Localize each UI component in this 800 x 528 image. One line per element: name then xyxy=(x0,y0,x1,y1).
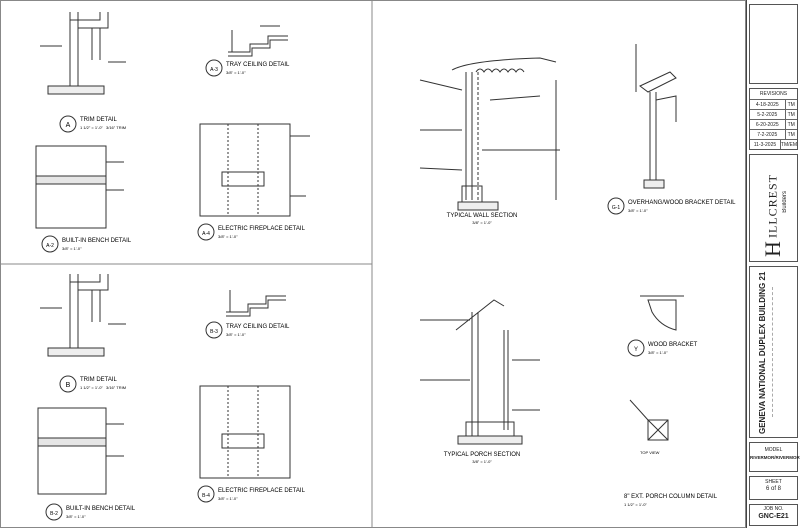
model-label: MODEL xyxy=(764,447,783,453)
brand-letter: H xyxy=(760,240,785,257)
fire-b4-scale: 3/8" = 1'-0" xyxy=(218,496,238,501)
revision-initials: TM xyxy=(787,131,795,138)
bench-b2-scale: 3/8" = 1'-0" xyxy=(66,514,86,519)
brand-name: ILLCREST xyxy=(765,174,780,239)
fire-b4-tag: B-4 xyxy=(202,493,210,499)
revision-date: 11-3-2025 xyxy=(750,140,781,149)
overhang-tag: G-1 xyxy=(612,205,621,211)
job-label: JOB NO. xyxy=(763,506,784,512)
tray-b3-marker xyxy=(205,321,223,339)
overhang-title: OVERHANG/WOOD BRACKET DETAIL xyxy=(628,200,736,206)
bench-detail-a2 xyxy=(35,145,124,229)
fire-b4-marker xyxy=(197,485,215,503)
fire-a4-marker xyxy=(197,223,215,241)
revision-initials: TM xyxy=(787,111,795,118)
trim-detail-a-scale: 1 1/2" = 1'-0" xyxy=(80,125,103,130)
project-panel: GENEVA NATIONAL DUPLEX BUILDING 21 xyxy=(749,266,798,438)
brand-panel: H ILLCREST Builders xyxy=(749,154,798,262)
tray-b3-scale: 3/8" = 1'-0" xyxy=(226,332,246,337)
bench-detail-b2 xyxy=(37,407,124,495)
notes-panel xyxy=(749,4,798,84)
fire-b4-title: ELECTRIC FIREPLACE DETAIL xyxy=(218,488,306,494)
porch-column-detail xyxy=(629,399,669,441)
revisions-label: REVISIONS xyxy=(759,91,788,97)
wall-section-scale: 3/8" = 1'-0" xyxy=(472,220,492,225)
tray-b3-tag: B-3 xyxy=(210,329,218,335)
wood-bracket-marker xyxy=(627,339,645,357)
revision-initials: TM xyxy=(787,121,795,128)
bench-b2-marker xyxy=(45,503,63,521)
overhang-marker xyxy=(607,197,625,215)
tray-a3-scale: 3/8" = 1'-0" xyxy=(226,70,246,75)
overhang-scale: 3/8" = 1'-0" xyxy=(628,208,648,213)
revision-initials: TM xyxy=(787,101,795,108)
project-title: GENEVA NATIONAL DUPLEX BUILDING 21 xyxy=(758,271,767,435)
wood-bracket-tag: Y xyxy=(634,347,638,353)
trim-detail-a-title: TRIM DETAIL xyxy=(80,117,118,123)
trim-detail-b-title: TRIM DETAIL xyxy=(80,377,118,383)
revision-date: 5-2-2025 xyxy=(750,110,786,119)
address-lines xyxy=(772,287,793,417)
wood-bracket-title: WOOD BRACKET xyxy=(648,342,698,348)
sheet-panel: SHEET 6 of 8 xyxy=(749,476,798,500)
fire-a4-scale: 3/8" = 1'-0" xyxy=(218,234,238,239)
trim-detail-b-tag: B xyxy=(66,382,71,389)
bench-b2-title: BUILT-IN BENCH DETAIL xyxy=(66,506,136,512)
porch-column-title: 8" EXT. PORCH COLUMN DETAIL xyxy=(624,494,718,500)
brand-sub: Builders xyxy=(782,191,788,213)
wood-bracket-scale: 3/8" = 1'-0" xyxy=(648,350,668,355)
tray-ceiling-b3 xyxy=(226,290,286,317)
tray-a3-marker xyxy=(205,59,223,77)
porch-column-scale: 1 1/2" = 1'-0" xyxy=(624,502,647,507)
trim-detail-b-scale: 1 1/2" = 1'-0" xyxy=(80,385,103,390)
fireplace-detail-a4 xyxy=(199,123,310,217)
model-value: RIVERMOR/RIVERMOR xyxy=(750,455,800,460)
bench-a2-title: BUILT-IN BENCH DETAIL xyxy=(62,238,132,244)
bench-a2-tag: A-2 xyxy=(46,243,54,249)
tray-a3-title: TRAY CEILING DETAIL xyxy=(226,62,290,68)
trim-detail-b-scale2: 3/16" TRIM xyxy=(106,385,126,390)
tray-ceiling-a3 xyxy=(228,25,288,57)
fireplace-detail-b4 xyxy=(199,385,291,479)
model-panel: MODEL RIVERMOR/RIVERMOR xyxy=(749,442,800,472)
trim-detail-a xyxy=(40,12,126,95)
revision-date: 7-2-2025 xyxy=(750,130,786,139)
porch-section xyxy=(420,299,540,445)
sheet-label: SHEET xyxy=(765,479,782,485)
fire-a4-title: ELECTRIC FIREPLACE DETAIL xyxy=(218,226,306,232)
wood-bracket-detail xyxy=(640,295,684,331)
porch-section-title: TYPICAL PORCH SECTION xyxy=(444,452,520,458)
bench-b2-tag: B-2 xyxy=(50,511,58,517)
revision-date: 4-18-2025 xyxy=(750,100,786,109)
revision-initials: TM/EM xyxy=(780,141,797,148)
trim-detail-a-scale2: 3/16" TRIM xyxy=(106,125,126,130)
wall-section-title: TYPICAL WALL SECTION xyxy=(447,213,518,219)
trim-detail-a-tag: A xyxy=(66,122,71,129)
porch-column-top-view: TOP VIEW xyxy=(640,450,660,455)
fire-a4-tag: A-4 xyxy=(202,231,210,237)
trim-detail-b xyxy=(40,274,126,357)
job-value: GNC-E21 xyxy=(758,513,789,520)
tray-b3-title: TRAY CEILING DETAIL xyxy=(226,324,290,330)
bench-a2-scale: 3/8" = 1'-0" xyxy=(62,246,82,251)
trim-detail-a-marker xyxy=(59,115,77,133)
revision-date: 6-20-2025 xyxy=(750,120,786,129)
tray-a3-tag: A-3 xyxy=(210,67,218,73)
job-panel: JOB NO. GNC-E21 xyxy=(749,504,798,526)
sheet-value: 6 of 8 xyxy=(765,486,781,492)
bench-a2-marker xyxy=(41,235,59,253)
wall-section xyxy=(419,57,560,211)
overhang-bracket-detail xyxy=(635,44,677,189)
trim-detail-b-marker xyxy=(59,375,77,393)
porch-section-scale: 3/8" = 1'-0" xyxy=(472,459,492,464)
